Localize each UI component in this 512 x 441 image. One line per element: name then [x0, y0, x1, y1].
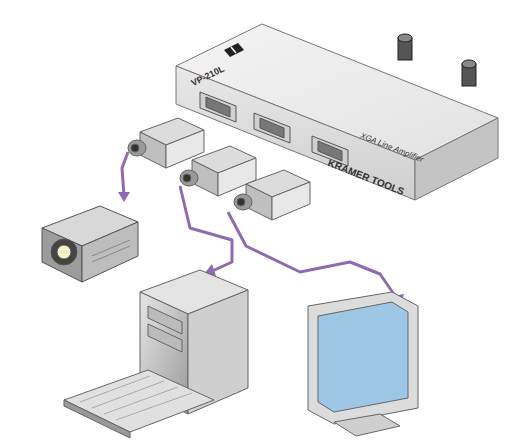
projector [42, 206, 138, 282]
rear-bnc-connectors [398, 34, 476, 86]
amplifier-housing [176, 24, 498, 200]
monitor [308, 292, 418, 436]
keyboard [64, 370, 214, 438]
kramer-logo [224, 43, 244, 57]
vga-plugs [128, 118, 310, 220]
